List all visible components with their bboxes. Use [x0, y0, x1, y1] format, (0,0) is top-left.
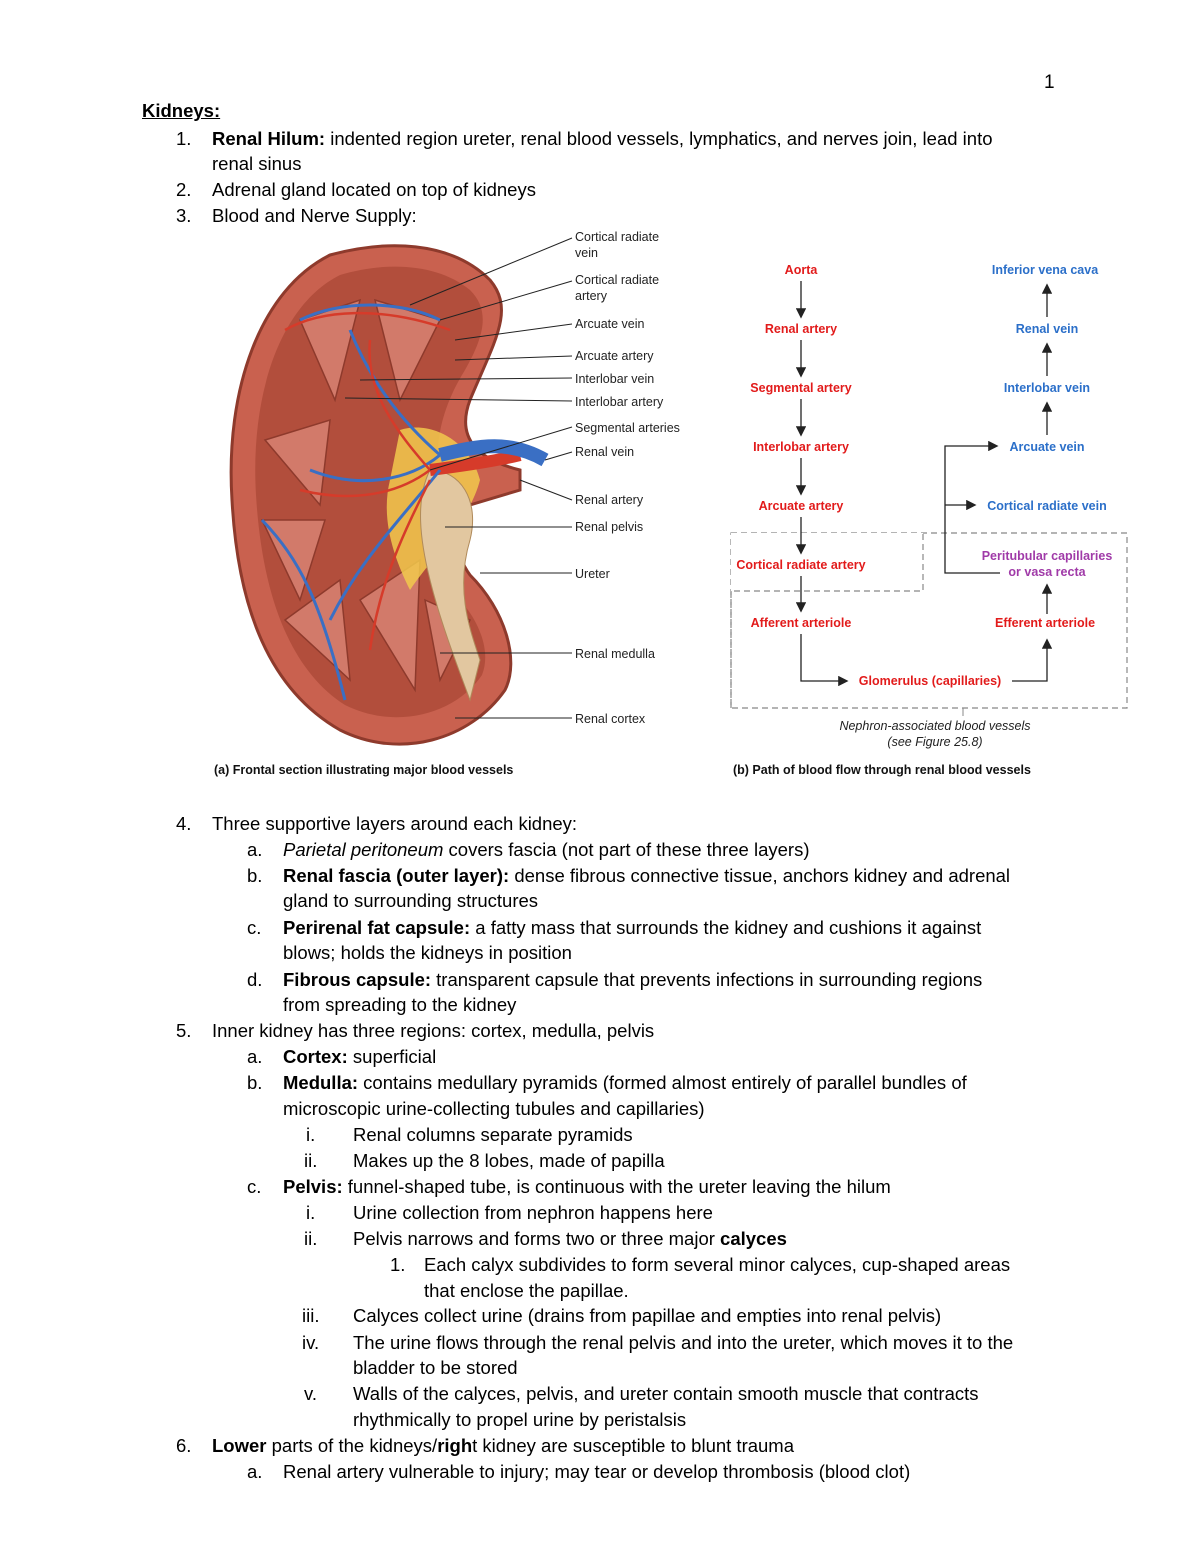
list-item: Pelvis narrows and forms two or three ma… — [353, 1228, 787, 1249]
list-number: 1. — [390, 1254, 406, 1275]
list-letter: c. — [247, 1176, 262, 1197]
flow-peritubular-1: Peritubular capillaries — [982, 549, 1113, 563]
flow-interlobar-artery: Interlobar artery — [753, 440, 849, 454]
label-cortical-radiate-artery-2: artery — [575, 289, 608, 303]
kidney-illustration: Cortical radiate vein Cortical radiate a… — [214, 230, 680, 777]
list-item: Fibrous capsule: transparent capsule tha… — [283, 969, 983, 990]
list-item: Walls of the calyces, pelvis, and ureter… — [353, 1383, 979, 1404]
label-renal-medulla: Renal medulla — [575, 647, 655, 661]
list-roman: v. — [304, 1383, 318, 1404]
label-renal-vein: Renal vein — [575, 445, 634, 459]
list-item: Inner kidney has three regions: cortex, … — [212, 1020, 655, 1041]
page-number: 1 — [1044, 72, 1055, 93]
label-renal-artery: Renal artery — [575, 493, 644, 507]
caption-b: (b) Path of blood flow through renal blo… — [733, 763, 1031, 777]
label-cortical-radiate-vein-1: Cortical radiate — [575, 230, 659, 244]
list-number: 6. — [176, 1435, 192, 1456]
label-arcuate-vein: Arcuate vein — [575, 317, 645, 331]
list-item: Urine collection from nephron happens he… — [353, 1202, 713, 1223]
list-letter: d. — [247, 969, 263, 990]
flow-interlobar-vein: Interlobar vein — [1004, 381, 1090, 395]
flow-segmental-artery: Segmental artery — [750, 381, 851, 395]
renal-vein-vessel — [438, 439, 549, 467]
section-heading: Kidneys: — [142, 100, 221, 121]
kidney-blood-supply-figure: Cortical radiate vein Cortical radiate a… — [214, 230, 1128, 777]
list-item-continuation: gland to surrounding structures — [283, 890, 539, 911]
label-ureter: Ureter — [575, 567, 610, 581]
label-arcuate-artery: Arcuate artery — [575, 349, 654, 363]
flow-cortical-radiate-vein: Cortical radiate vein — [987, 499, 1107, 513]
list-item: Parietal peritoneum covers fascia (not p… — [283, 839, 810, 860]
list-item-continuation: from spreading to the kidney — [283, 994, 517, 1015]
flow-renal-vein: Renal vein — [1016, 322, 1079, 336]
flow-efferent-arteriole: Efferent arteriole — [995, 616, 1095, 630]
list-item-continuation: that enclose the papillae. — [424, 1280, 629, 1301]
list-item: Pelvis: funnel-shaped tube, is continuou… — [283, 1176, 891, 1197]
flow-afferent-arteriole: Afferent arteriole — [751, 616, 852, 630]
list-item: The urine flows through the renal pelvis… — [353, 1332, 1014, 1353]
list-item: Renal columns separate pyramids — [353, 1124, 633, 1145]
arteries-branches — [284, 311, 451, 651]
list-item: Cortex: superficial — [283, 1046, 437, 1067]
list-letter: a. — [247, 1046, 263, 1067]
nephron-note-2: (see Figure 25.8) — [887, 735, 982, 749]
list-item-continuation: microscopic urine-collecting tubules and… — [283, 1098, 705, 1119]
flow-arcuate-artery: Arcuate artery — [759, 499, 844, 513]
list-item: Renal Hilum: indented region ureter, ren… — [212, 128, 993, 149]
label-renal-cortex: Renal cortex — [575, 712, 646, 726]
flow-arcuate-vein: Arcuate vein — [1009, 440, 1084, 454]
label-renal-pelvis: Renal pelvis — [575, 520, 643, 534]
list-item-continuation: rhythmically to propel urine by peristal… — [353, 1409, 687, 1430]
leader-lines — [344, 237, 573, 719]
list-roman: i. — [306, 1202, 316, 1223]
list-roman: iv. — [302, 1332, 320, 1353]
list-item-continuation: blows; holds the kidneys in position — [283, 942, 572, 963]
flow-inferior-vena-cava: Inferior vena cava — [992, 263, 1099, 277]
list-number: 2. — [176, 179, 192, 200]
list-letter: b. — [247, 1072, 263, 1093]
label-interlobar-artery: Interlobar artery — [575, 395, 664, 409]
list-item: Lower parts of the kidneys/right kidney … — [212, 1435, 795, 1456]
list-item: Perirenal fat capsule: a fatty mass that… — [283, 917, 982, 938]
renal-artery-vessel — [429, 449, 522, 476]
list-item-continuation: renal sinus — [212, 153, 302, 174]
list-item: Adrenal gland located on top of kidneys — [212, 179, 536, 200]
list-item: Blood and Nerve Supply: — [212, 205, 417, 226]
list-letter: a. — [247, 839, 263, 860]
list-item: Three supportive layers around each kidn… — [212, 813, 578, 834]
list-roman: i. — [306, 1124, 316, 1145]
list-number: 5. — [176, 1020, 192, 1041]
nephron-note-1: Nephron-associated blood vessels — [839, 719, 1030, 733]
flow-renal-artery: Renal artery — [765, 322, 837, 336]
blood-flow-chart: Aorta Renal artery Segmental artery Inte… — [730, 263, 1128, 777]
list-item: Each calyx subdivides to form several mi… — [424, 1254, 1011, 1275]
flow-aorta: Aorta — [785, 263, 819, 277]
list-number: 3. — [176, 205, 192, 226]
list-number: 1. — [176, 128, 192, 149]
nephron-box — [730, 532, 1128, 709]
list-letter: b. — [247, 865, 263, 886]
flow-peritubular-2: or vasa recta — [1008, 565, 1086, 579]
label-segmental-arteries: Segmental arteries — [575, 421, 680, 435]
flow-cortical-radiate-artery: Cortical radiate artery — [736, 558, 865, 572]
list-item: Medulla: contains medullary pyramids (fo… — [283, 1072, 967, 1093]
list-number: 4. — [176, 813, 192, 834]
list-item-continuation: bladder to be stored — [353, 1357, 518, 1378]
list-item: Renal fascia (outer layer): dense fibrou… — [283, 865, 1011, 886]
list-roman: ii. — [304, 1228, 318, 1249]
label-cortical-radiate-artery-1: Cortical radiate — [575, 273, 659, 287]
label-interlobar-vein: Interlobar vein — [575, 372, 654, 386]
flow-glomerulus: Glomerulus (capillaries) — [859, 674, 1001, 688]
list-item: Makes up the 8 lobes, made of papilla — [353, 1150, 665, 1171]
list-letter: a. — [247, 1461, 263, 1482]
label-cortical-radiate-vein-2: vein — [575, 246, 598, 260]
list-item: Calyces collect urine (drains from papil… — [353, 1305, 942, 1326]
list-roman: iii. — [302, 1305, 320, 1326]
list-letter: c. — [247, 917, 262, 938]
list-roman: ii. — [304, 1150, 318, 1171]
caption-a: (a) Frontal section illustrating major b… — [214, 763, 513, 777]
list-item: Renal artery vulnerable to injury; may t… — [283, 1461, 911, 1482]
